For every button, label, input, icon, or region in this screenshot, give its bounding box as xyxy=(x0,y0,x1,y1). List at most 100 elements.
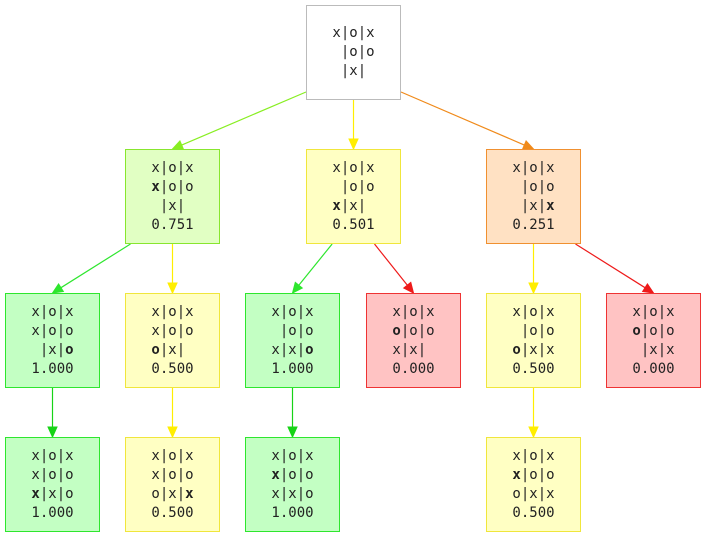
board-cell: o xyxy=(185,322,194,339)
board-cell: o xyxy=(392,322,401,339)
board-row: x|o|o xyxy=(151,322,193,341)
board-cell: x xyxy=(392,341,401,358)
edge-root-to-n1 xyxy=(181,91,307,146)
board-cell: o xyxy=(305,322,314,339)
board-cell: x xyxy=(666,341,675,358)
board-cell: o xyxy=(151,485,160,502)
board-cell: o xyxy=(288,322,297,339)
board-row: o|x|x xyxy=(151,485,193,504)
board-cell: o xyxy=(529,322,538,339)
board-cell: o xyxy=(288,447,297,464)
board-cell: o xyxy=(168,447,177,464)
board-cell: o xyxy=(349,159,358,176)
board-row: x|x| xyxy=(332,197,374,216)
board-cell xyxy=(426,342,434,358)
board-cell: x xyxy=(48,485,57,502)
board-cell: x xyxy=(271,466,280,483)
cell-separator: | xyxy=(657,341,667,358)
board-cell: x xyxy=(529,197,538,214)
board-cell: x xyxy=(31,322,40,339)
cell-separator: | xyxy=(537,466,547,483)
board-cell: o xyxy=(48,322,57,339)
node-score: 0.501 xyxy=(332,216,375,233)
board-row: x|o|o xyxy=(31,322,73,341)
cell-separator: | xyxy=(56,322,66,339)
edge-arrowhead xyxy=(402,281,415,294)
cell-separator: | xyxy=(56,341,66,358)
cell-separator: | xyxy=(520,159,530,176)
board-row: x|o|x xyxy=(392,303,434,322)
cell-separator: | xyxy=(159,303,169,320)
node-score: 0.000 xyxy=(632,360,675,377)
cell-separator: | xyxy=(176,178,186,195)
board-cell xyxy=(366,63,374,79)
board-cell: x xyxy=(512,447,521,464)
cell-separator: | xyxy=(520,303,530,320)
board-cell: x xyxy=(546,485,555,502)
board-cell: x xyxy=(349,197,358,214)
board-cell: x xyxy=(666,303,675,320)
edge-arrowhead xyxy=(47,426,58,439)
board-cell: o xyxy=(409,303,418,320)
board-row: x|o|x xyxy=(151,159,193,178)
cell-separator: | xyxy=(159,197,169,214)
board-cell: x xyxy=(649,341,658,358)
board-cell: o xyxy=(305,485,314,502)
node-score: 0.500 xyxy=(151,360,194,377)
board-cell: o xyxy=(65,341,74,358)
board-cell: o xyxy=(366,178,375,195)
board-cell: x xyxy=(426,303,435,320)
cell-separator: | xyxy=(56,447,66,464)
board-cell: o xyxy=(666,322,675,339)
board-cell: o xyxy=(65,322,74,339)
board-cell: x xyxy=(271,341,280,358)
node-score: 0.751 xyxy=(151,216,194,233)
board-cell: x xyxy=(31,485,40,502)
board-cell: o xyxy=(305,341,314,358)
board-cell: x xyxy=(31,466,40,483)
board-cell: o xyxy=(349,25,358,41)
cell-separator: | xyxy=(159,159,169,176)
board-row: x|o|x xyxy=(632,303,674,322)
board-row: o|x|x xyxy=(512,341,554,360)
board-cell: o xyxy=(185,466,194,483)
board-cell: x xyxy=(529,485,538,502)
board-cell: o xyxy=(546,178,555,195)
board-row: x|o|x xyxy=(151,303,193,322)
board-row: x|x|o xyxy=(271,341,313,360)
board-row: x|o|o xyxy=(151,178,193,197)
board-row: |o|o xyxy=(512,178,555,197)
board-cell: x xyxy=(48,341,57,358)
board-cell xyxy=(332,179,340,195)
board-cell: x xyxy=(185,447,194,464)
cell-separator: | xyxy=(39,341,49,358)
cell-separator: | xyxy=(340,178,350,195)
board-row: x|x|o xyxy=(31,485,73,504)
cell-separator: | xyxy=(159,322,169,339)
board-cell: x xyxy=(546,197,555,214)
board-cell xyxy=(31,342,39,358)
board-row: |x| xyxy=(151,197,193,216)
board-cell: o xyxy=(529,159,538,176)
board-cell: x xyxy=(288,341,297,358)
cell-separator: | xyxy=(56,485,66,502)
board-cell xyxy=(512,179,520,195)
cell-separator: | xyxy=(279,466,289,483)
board-cell: x xyxy=(305,447,314,464)
board-row: |x|o xyxy=(31,341,74,360)
cell-separator: | xyxy=(537,159,547,176)
board-row: x|o|x xyxy=(31,303,73,322)
node-score: 1.000 xyxy=(271,360,314,377)
board-row: o|o|o xyxy=(632,322,674,341)
board-cell xyxy=(366,198,374,214)
cell-separator: | xyxy=(340,44,350,60)
cell-separator: | xyxy=(400,341,410,358)
board-row: o|x|x xyxy=(512,485,554,504)
node-score: 1.000 xyxy=(31,504,74,521)
